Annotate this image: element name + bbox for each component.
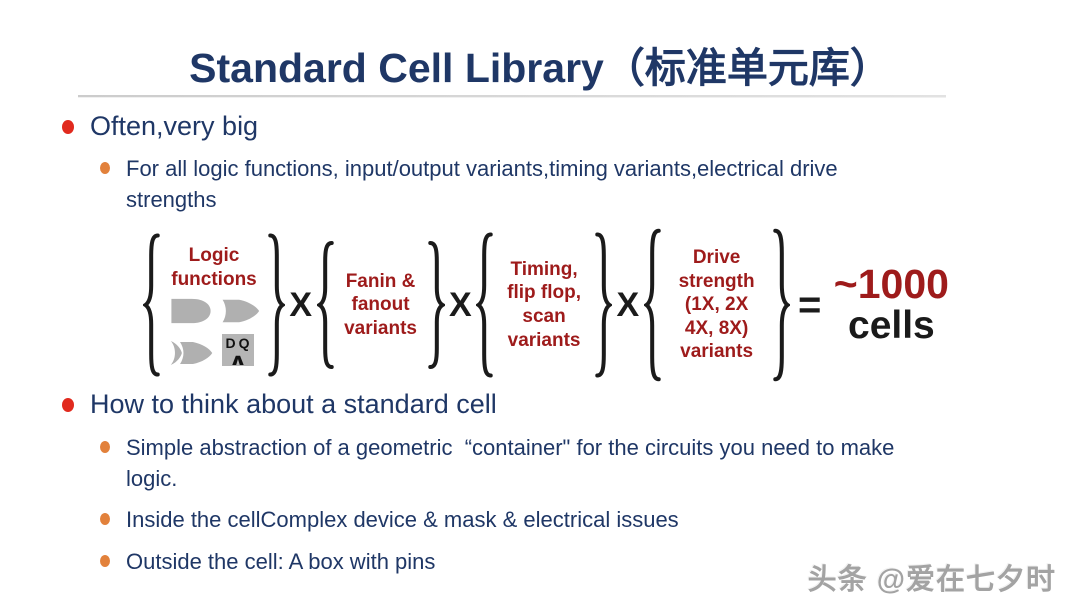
clock-caret-icon: ∧ xyxy=(228,352,247,370)
group-line: (1X, 2X xyxy=(684,294,749,316)
orange-bullet-icon xyxy=(100,440,110,453)
group-line: functions xyxy=(171,268,257,290)
group-line: 4X, 8X) xyxy=(684,317,749,339)
sub-bullet-text: Simple abstraction of a geometric “conta… xyxy=(126,434,901,491)
left-brace-icon xyxy=(143,231,161,379)
sub-bullet-text: Outside the cell: A box with pins xyxy=(126,549,436,575)
right-brace-icon xyxy=(427,239,445,371)
or-gate-icon xyxy=(170,341,212,366)
sub-bullet-item: Simple abstraction of a geometric “conta… xyxy=(100,433,960,495)
group-line: Logic xyxy=(188,244,240,266)
diagram-group-drive-strength: Drive strength (1X, 2X 4X, 8X) variants xyxy=(644,226,790,384)
group-line: variants xyxy=(680,341,754,363)
section-how-to-think: How to think about a standard cell Simpl… xyxy=(60,388,960,578)
toutiao-watermark: 头条 @爱在七夕时 xyxy=(807,564,1056,596)
sub-bullet-item: Outside the cell: A box with pins xyxy=(100,547,960,578)
nand-gate-icon xyxy=(222,299,259,323)
right-brace-icon xyxy=(267,231,285,379)
group-line: variants xyxy=(507,329,581,351)
group-line: scan xyxy=(522,306,566,327)
red-bullet-icon xyxy=(62,120,74,134)
red-bullet-icon xyxy=(62,398,74,412)
group-line: Drive xyxy=(692,247,741,269)
group-line: flip flop, xyxy=(507,282,581,304)
flipflop-q-label: Q xyxy=(238,335,250,352)
result-unit: cells xyxy=(848,304,935,348)
sub-bullet-text: For all logic functions, input/output va… xyxy=(126,155,844,212)
page-title: Standard Cell Library（标准单元库） xyxy=(189,45,891,91)
multiply-sign: X xyxy=(448,286,472,324)
bullet-item: Often,very big xyxy=(60,110,960,144)
group-line: variants xyxy=(344,317,417,339)
orange-bullet-icon xyxy=(100,513,110,526)
title-underline xyxy=(78,95,946,97)
orange-bullet-icon xyxy=(100,161,110,174)
group-line: Fanin & xyxy=(345,270,416,292)
diagram-group-logic-functions: Logic functions D Q ∧ xyxy=(143,231,285,379)
orange-bullet-icon xyxy=(100,555,110,568)
right-brace-icon xyxy=(772,226,790,384)
equals-sign: = xyxy=(798,283,822,327)
group-line: fanout xyxy=(351,294,410,316)
bullet-label: How to think about a standard cell xyxy=(90,389,497,419)
sub-bullet-text: Inside the cellComplex device & mask & e… xyxy=(126,507,679,533)
sub-bullet-item: For all logic functions, input/output va… xyxy=(100,154,960,216)
cell-count-diagram: Logic functions D Q ∧ xyxy=(143,226,949,384)
logic-gate-icons: D Q ∧ xyxy=(169,297,260,370)
left-brace-icon xyxy=(317,239,335,371)
section-often-very-big: Often,very big For all logic functions, … xyxy=(60,110,960,215)
diagram-group-timing-scan: Timing, flip flop, scan variants xyxy=(476,230,612,380)
group-line: Timing, xyxy=(510,258,578,280)
group-line: strength xyxy=(678,270,755,292)
multiply-sign: X xyxy=(616,286,640,324)
bullet-label: Often,very big xyxy=(90,111,259,141)
left-brace-icon xyxy=(644,226,662,384)
sub-bullet-item: Inside the cellComplex device & mask & e… xyxy=(100,505,960,536)
result-value: ~1000 xyxy=(833,261,949,307)
diagram-group-fanin-fanout: Fanin & fanout variants xyxy=(317,239,445,371)
left-brace-icon xyxy=(476,230,494,380)
bullet-item: How to think about a standard cell xyxy=(60,388,960,422)
result-cell-count: ~1000 cells xyxy=(833,261,949,348)
right-brace-icon xyxy=(594,230,612,380)
multiply-sign: X xyxy=(289,286,313,324)
dq-flipflop-icon: D Q ∧ xyxy=(221,334,254,370)
flipflop-d-label: D xyxy=(225,335,236,352)
and-gate-icon xyxy=(170,298,211,324)
